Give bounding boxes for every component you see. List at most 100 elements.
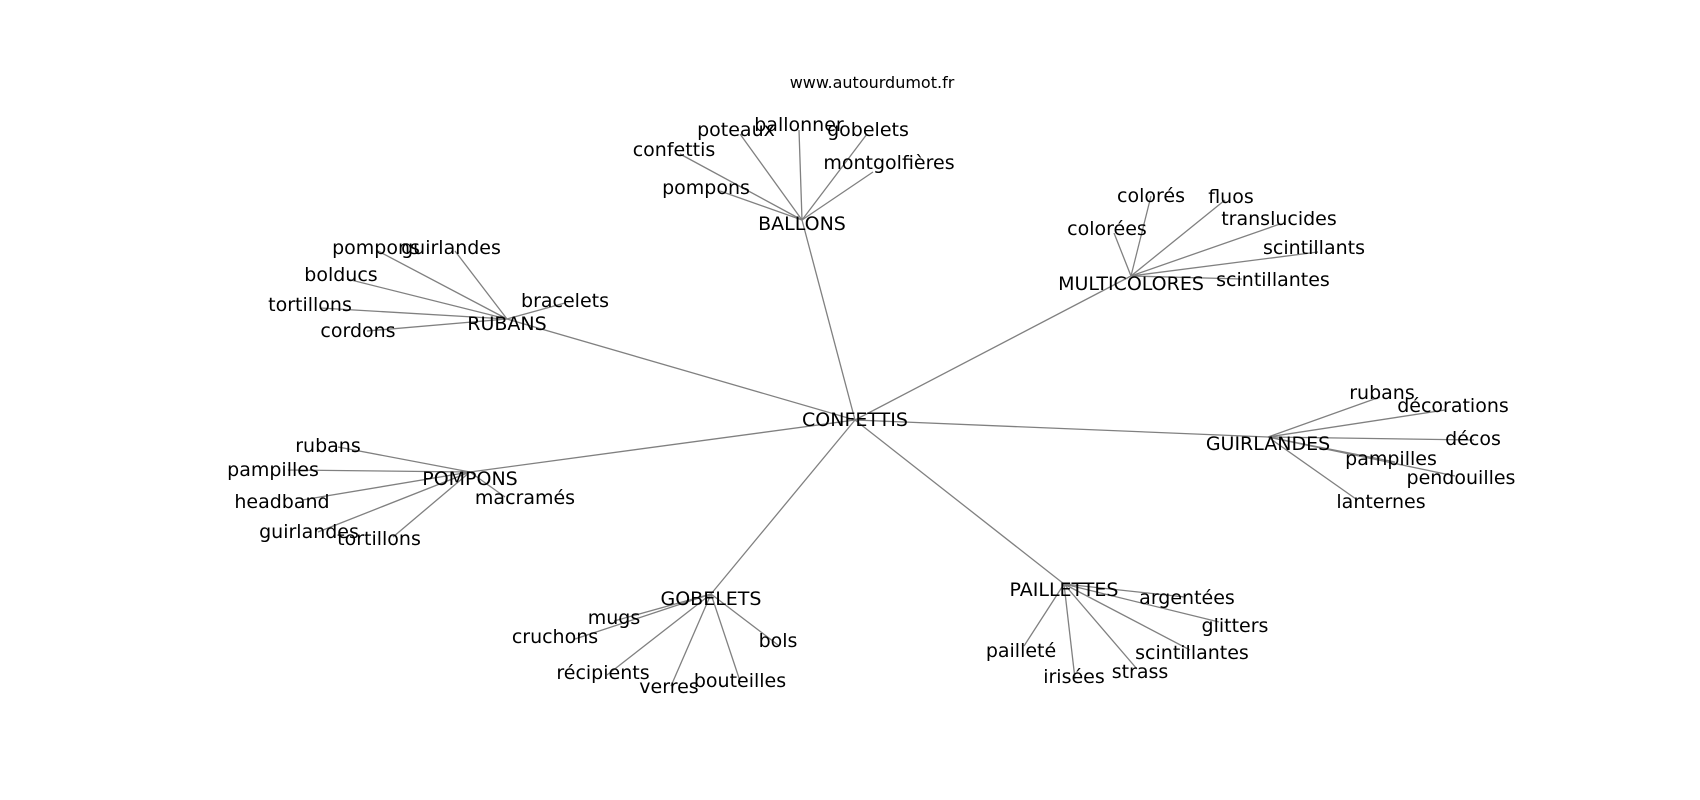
edge-ballons-leaf — [719, 190, 803, 221]
leaf-node[interactable]: bracelets — [521, 290, 609, 312]
leaf-node[interactable]: headband — [234, 491, 329, 513]
leaf-node[interactable]: mugs — [588, 607, 641, 629]
leaf-node[interactable]: bols — [759, 630, 798, 652]
edge-rubans-leaf — [454, 250, 508, 320]
edge-multicolores-leaf — [1130, 275, 1243, 280]
edge-gobelets-leaf — [670, 593, 712, 687]
edge-gobelets-leaf — [606, 593, 712, 676]
hub-node-multicolores[interactable]: MULTICOLORES — [1058, 273, 1204, 295]
hub-node-guirlandes[interactable]: GUIRLANDES — [1206, 433, 1330, 455]
leaf-node[interactable]: colorés — [1117, 185, 1185, 207]
leaf-node[interactable]: bouteilles — [694, 670, 786, 692]
edge-gobelets-leaf — [710, 593, 741, 682]
hub-node-gobelets[interactable]: GOBELETS — [661, 588, 762, 610]
edge-ballons-leaf — [798, 129, 803, 221]
leaf-node[interactable]: pailleté — [986, 640, 1056, 662]
edge-multicolores-leaf — [1130, 199, 1226, 277]
leaf-node[interactable]: translucides — [1221, 208, 1337, 230]
edge-gobelets-leaf — [574, 593, 712, 640]
edge-pompons-leaf — [301, 471, 471, 501]
edge-pompons-leaf — [469, 471, 506, 498]
leaf-node[interactable]: guirlandes — [401, 237, 501, 259]
edge-multicolores-leaf — [1130, 195, 1152, 277]
edge-center-guirlandes — [854, 419, 1269, 438]
edge-ballons-leaf — [801, 133, 868, 221]
leaf-node[interactable]: pendouilles — [1407, 467, 1516, 489]
leaf-node[interactable]: pompons — [662, 177, 750, 199]
edge-rubans-leaf — [377, 250, 508, 320]
edge-center-multicolores — [854, 275, 1132, 421]
edge-pompons-leaf — [287, 469, 471, 473]
edge-center-paillettes — [854, 419, 1065, 585]
edge-guirlandes-leaf — [1267, 436, 1456, 477]
leaf-node[interactable]: pampilles — [1345, 448, 1437, 470]
edge-paillettes-leaf — [1063, 583, 1191, 651]
leaf-node[interactable]: rubans — [1349, 382, 1415, 404]
leaf-node[interactable]: confettis — [633, 139, 716, 161]
leaf-node[interactable]: récipients — [556, 662, 649, 684]
leaf-node[interactable]: irisées — [1043, 666, 1105, 688]
leaf-node[interactable]: guirlandes — [259, 521, 359, 543]
edge-paillettes-leaf — [1063, 583, 1220, 623]
edge-paillettes-leaf — [1063, 583, 1186, 598]
leaf-node[interactable]: tortillons — [268, 294, 352, 316]
leaf-node[interactable]: verres — [639, 676, 698, 698]
edge-gobelets-leaf — [613, 593, 712, 622]
leaf-node[interactable]: poteaux — [697, 119, 775, 141]
edge-paillettes-leaf — [1023, 583, 1065, 647]
edge-ballons-leaf — [679, 153, 803, 221]
edge-ballons-leaf — [739, 133, 803, 221]
leaf-node[interactable]: bolducs — [304, 264, 377, 286]
edge-ballons-leaf — [801, 171, 874, 221]
edge-paillettes-leaf — [1063, 583, 1076, 680]
leaf-node[interactable]: gobelets — [827, 119, 909, 141]
edge-center-gobelets — [710, 419, 856, 595]
leaf-node[interactable]: tortillons — [337, 528, 421, 550]
site-credit[interactable]: www.autourdumot.fr — [790, 73, 955, 92]
leaf-node[interactable]: cruchons — [512, 626, 598, 648]
leaf-node[interactable]: décos — [1445, 428, 1501, 450]
leaf-node[interactable]: décorations — [1397, 395, 1509, 417]
leaf-node[interactable]: scintillantes — [1135, 642, 1249, 664]
edge-multicolores-leaf — [1130, 223, 1281, 277]
edge-center-ballons — [801, 219, 856, 421]
edge-multicolores-leaf — [1113, 232, 1132, 277]
leaf-node[interactable]: glitters — [1202, 615, 1269, 637]
leaf-node[interactable]: fluos — [1208, 186, 1254, 208]
edge-rubans-leaf — [366, 318, 508, 332]
leaf-node[interactable]: argentées — [1139, 587, 1235, 609]
edge-pompons-leaf — [317, 471, 471, 533]
leaf-node[interactable]: scintillants — [1263, 237, 1365, 259]
leaf-node[interactable]: pompons — [332, 237, 420, 259]
leaf-node[interactable]: cordons — [320, 320, 395, 342]
edge-rubans-leaf — [506, 302, 566, 320]
graph-edges — [287, 129, 1475, 687]
leaf-node[interactable]: scintillantes — [1216, 269, 1330, 291]
leaf-node[interactable]: pampilles — [227, 459, 319, 481]
hub-node-pompons[interactable]: POMPONS — [422, 468, 518, 490]
leaf-node[interactable]: lanternes — [1336, 491, 1425, 513]
hub-node-ballons[interactable]: BALLONS — [758, 213, 846, 235]
leaf-node[interactable]: colorées — [1067, 218, 1147, 240]
leaf-node[interactable]: ballonner — [754, 114, 844, 136]
edge-multicolores-leaf — [1130, 251, 1319, 277]
edge-guirlandes-leaf — [1267, 436, 1357, 500]
edge-rubans-leaf — [346, 278, 508, 320]
leaf-node[interactable]: montgolfières — [823, 152, 954, 174]
edge-rubans-leaf — [319, 307, 508, 320]
edge-guirlandes-leaf — [1267, 396, 1381, 438]
edge-gobelets-leaf — [710, 593, 779, 646]
hub-node-rubans[interactable]: RUBANS — [467, 313, 546, 335]
leaf-node[interactable]: macramés — [475, 487, 575, 509]
leaf-node[interactable]: strass — [1112, 661, 1169, 683]
edge-center-pompons — [469, 419, 856, 473]
leaf-node[interactable]: rubans — [295, 435, 361, 457]
edge-guirlandes-leaf — [1267, 436, 1475, 441]
hub-node-paillettes[interactable]: PAILLETTES — [1010, 579, 1119, 601]
edge-pompons-leaf — [337, 446, 471, 473]
center-node[interactable]: CONFETTIS — [802, 409, 908, 431]
edge-center-rubans — [506, 318, 856, 421]
edge-pompons-leaf — [392, 471, 471, 538]
